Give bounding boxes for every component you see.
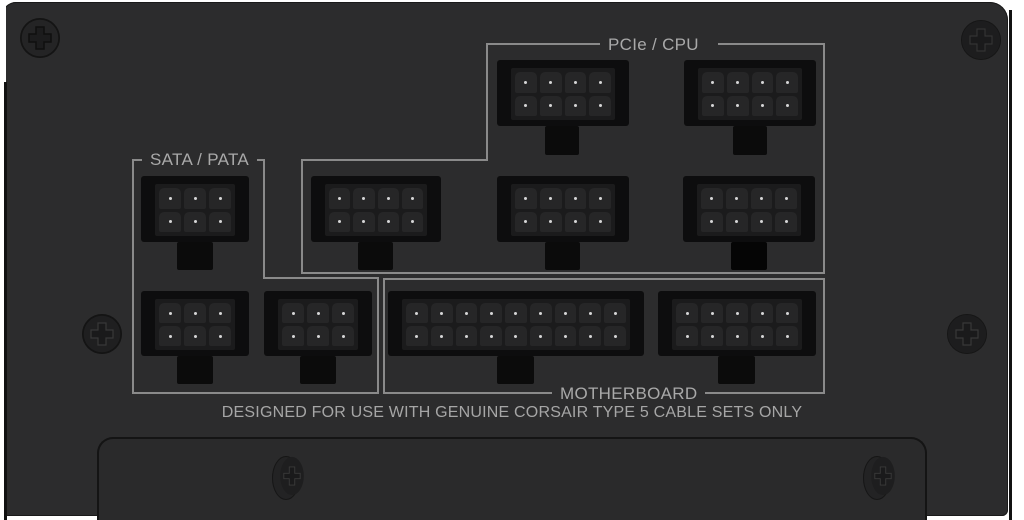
sata-latch-2 <box>177 356 213 384</box>
phillips-screw-icon <box>962 21 1000 59</box>
motherboard-latch-18pin <box>497 356 534 384</box>
motherboard-label: MOTHERBOARD <box>552 384 706 404</box>
screw-bottom-left <box>272 456 304 500</box>
pcie-latch-4 <box>545 242 580 270</box>
phillips-screw-icon <box>871 456 895 496</box>
screw-mid-left <box>82 314 122 354</box>
screw-top-left <box>20 18 60 58</box>
motherboard-connector-18pin[interactable] <box>388 291 644 356</box>
motherboard-connector-10pin[interactable] <box>658 291 816 356</box>
screw-mid-right <box>947 314 987 354</box>
phillips-screw-icon <box>948 315 986 353</box>
left-rail-line <box>4 82 7 520</box>
pcie-connector-5[interactable] <box>683 176 815 242</box>
left-edge <box>0 0 6 520</box>
sata-pata-label: SATA / PATA <box>142 150 258 170</box>
phillips-screw-icon <box>20 18 60 58</box>
sata-connector-1[interactable] <box>141 176 249 242</box>
screw-top-right <box>961 20 1001 60</box>
pcie-connector-4[interactable] <box>497 176 629 242</box>
phillips-screw-icon <box>280 456 304 496</box>
pcie-latch-3 <box>358 242 393 270</box>
right-rail-line <box>1009 10 1012 520</box>
right-edge <box>1010 0 1024 520</box>
sata-connector-2[interactable] <box>141 291 249 356</box>
phillips-screw-icon <box>82 314 122 354</box>
pcie-latch-1 <box>545 126 579 155</box>
pcie-latch-2 <box>733 126 767 155</box>
sata-latch-1 <box>177 242 213 270</box>
bottom-plate <box>97 437 927 520</box>
pcie-connector-1[interactable] <box>497 60 629 126</box>
pcie-cpu-label: PCIe / CPU <box>600 35 707 55</box>
pcie-connector-2[interactable] <box>684 60 816 126</box>
pcie-latch-5 <box>731 242 767 270</box>
cable-notice: DESIGNED FOR USE WITH GENUINE CORSAIR TY… <box>221 404 803 421</box>
sata-latch-3 <box>300 356 336 384</box>
sata-connector-3[interactable] <box>264 291 372 356</box>
motherboard-latch-10pin <box>718 356 755 384</box>
screw-bottom-right <box>863 456 895 500</box>
pcie-connector-3[interactable] <box>311 176 441 242</box>
